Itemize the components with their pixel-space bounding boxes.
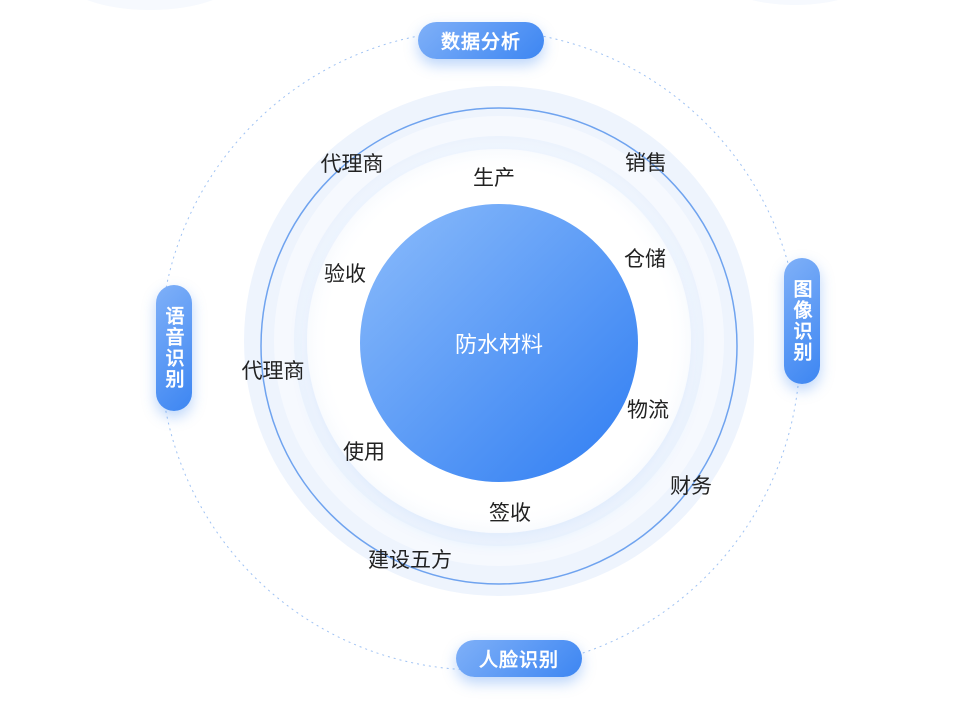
core-label: 防水材料 [454, 333, 544, 358]
outer-stakeholder-label: 财务 [670, 474, 712, 498]
inner-stage-label: 生产 [473, 166, 515, 190]
outer-stakeholder-label: 销售 [625, 151, 667, 175]
inner-stage-label: 验收 [324, 262, 366, 286]
inner-stage-label: 签收 [489, 501, 531, 525]
outer-stakeholder-label: 代理商 [320, 152, 384, 176]
tech-pill-label: 图像识别 [790, 279, 813, 363]
core-circle [360, 204, 638, 482]
inner-stage-label: 仓储 [624, 247, 666, 271]
outer-orbit-line [260, 107, 738, 585]
tech-pill-label: 数据分析 [440, 31, 521, 53]
tech-pill-image-recognition[interactable]: 图像识别 [784, 258, 820, 384]
inner-stage-label: 使用 [343, 440, 385, 464]
tech-pill-label: 语音识别 [162, 306, 185, 390]
outer-stakeholder-label: 建设五方 [368, 548, 452, 572]
tech-pill-voice-recognition[interactable]: 语音识别 [156, 285, 192, 411]
outer-stakeholder-label: 代理商 [241, 359, 305, 383]
inner-stage-label: 物流 [627, 398, 669, 422]
tech-pill-label: 人脸识别 [478, 649, 559, 671]
tech-pill-data-analysis[interactable]: 数据分析 [418, 22, 544, 59]
tech-pill-face-recognition[interactable]: 人脸识别 [456, 640, 582, 677]
